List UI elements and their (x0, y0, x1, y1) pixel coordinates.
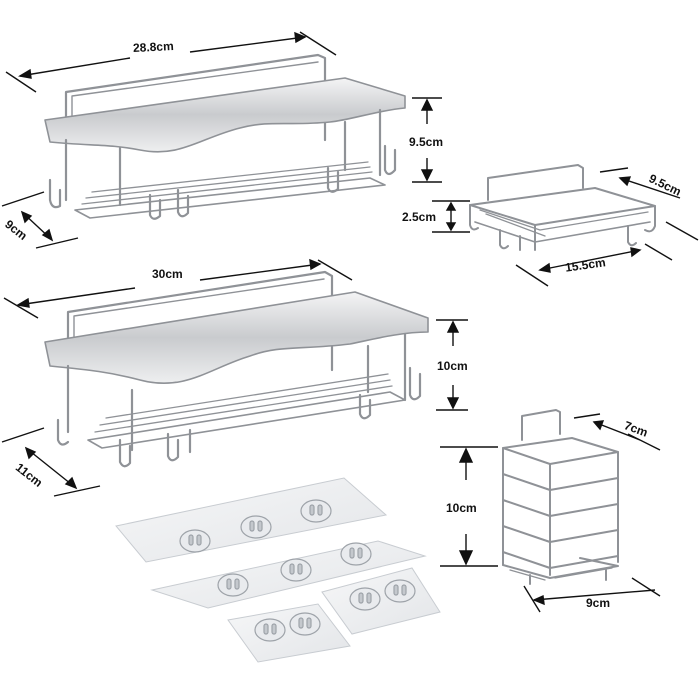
shelf-large-width-label: 28.8cm (132, 38, 175, 56)
adhesive-hook-icon (384, 579, 416, 603)
holder-height-label: 10cm (446, 501, 477, 515)
shelf-large (44, 53, 406, 220)
holder-depth-dimension (573, 413, 661, 451)
shelf-medium-height-dimension (436, 319, 468, 411)
soap-dish-width-dimension (515, 243, 673, 287)
shelf-large-width-dimension (5, 31, 337, 93)
adhesive-hook-icon (240, 515, 272, 539)
adhesive-hook-icon (340, 542, 372, 566)
soap-dish-height-dimension (432, 200, 470, 233)
adhesive-hook-icon (300, 499, 332, 523)
adhesive-hook-icon (280, 558, 312, 582)
adhesive-hook-icon (254, 618, 286, 642)
soap-dish-height-label: 2.5cm (402, 210, 437, 224)
shelf-medium (44, 270, 429, 468)
soap-dish (469, 164, 656, 251)
adhesive-hook-icon (217, 573, 249, 597)
holder-small (502, 409, 619, 585)
adhesive-hooks (179, 499, 416, 642)
shelf-medium-width-label: 30cm (152, 267, 183, 281)
holder-width-dimension (523, 577, 661, 613)
adhesive-hook-icon (349, 587, 381, 611)
shelf-medium-height-label: 10cm (437, 359, 468, 373)
adhesive-hook-icon (289, 612, 321, 636)
shelf-medium-depth-dimension (1, 427, 101, 497)
soap-dish-depth-dimension (599, 167, 699, 241)
shelf-large-height-dimension (412, 97, 442, 183)
shelf-medium-width-dimension (3, 258, 353, 319)
adhesive-pad-3 (227, 603, 351, 663)
holder-height-dimension (440, 446, 498, 567)
shelf-large-height-label: 9.5cm (409, 135, 444, 149)
holder-width-label: 9cm (586, 596, 611, 610)
adhesive-hook-icon (179, 529, 211, 553)
shelf-large-depth-dimension (1, 191, 79, 249)
adhesive-pad-4 (321, 567, 441, 635)
